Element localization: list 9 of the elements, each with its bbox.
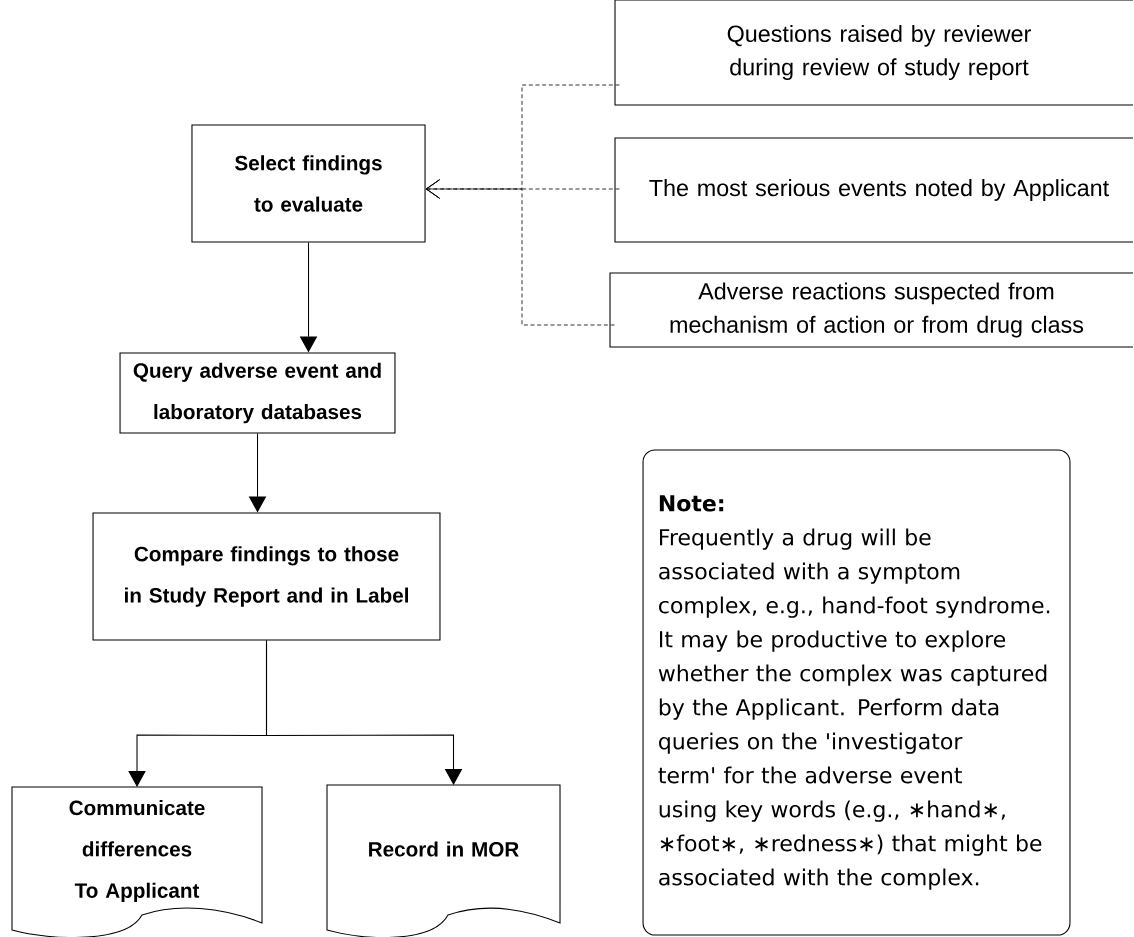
process-box: Query adverse event and laboratory databases bbox=[119, 352, 396, 434]
source-box: The most serious events noted by Applicant bbox=[614, 137, 1134, 243]
source-box: Adverse reactions suspected from mechanism of action or from drug class bbox=[609, 272, 1134, 348]
process-box: Compare findings to those in Study Report and in Label bbox=[92, 512, 441, 641]
arrow bbox=[265, 639, 463, 785]
source-box: Questions raised by reviewer during review of study report bbox=[614, 0, 1134, 106]
process-box: Select findings to evaluate bbox=[191, 124, 426, 243]
arrow bbox=[425, 179, 615, 326]
note-box: Note: Frequently a drug will be associated with a symptom complex, e.g., hand-foot syndrome. It may be productive to explore whether the complex was captured by the Applicant. Perform data queries on the 'investigator term' for the adverse event using key words (e.g., ∗hand∗, ∗foot∗, ∗redness∗) that might be associated with the complex. bbox=[642, 449, 1071, 936]
